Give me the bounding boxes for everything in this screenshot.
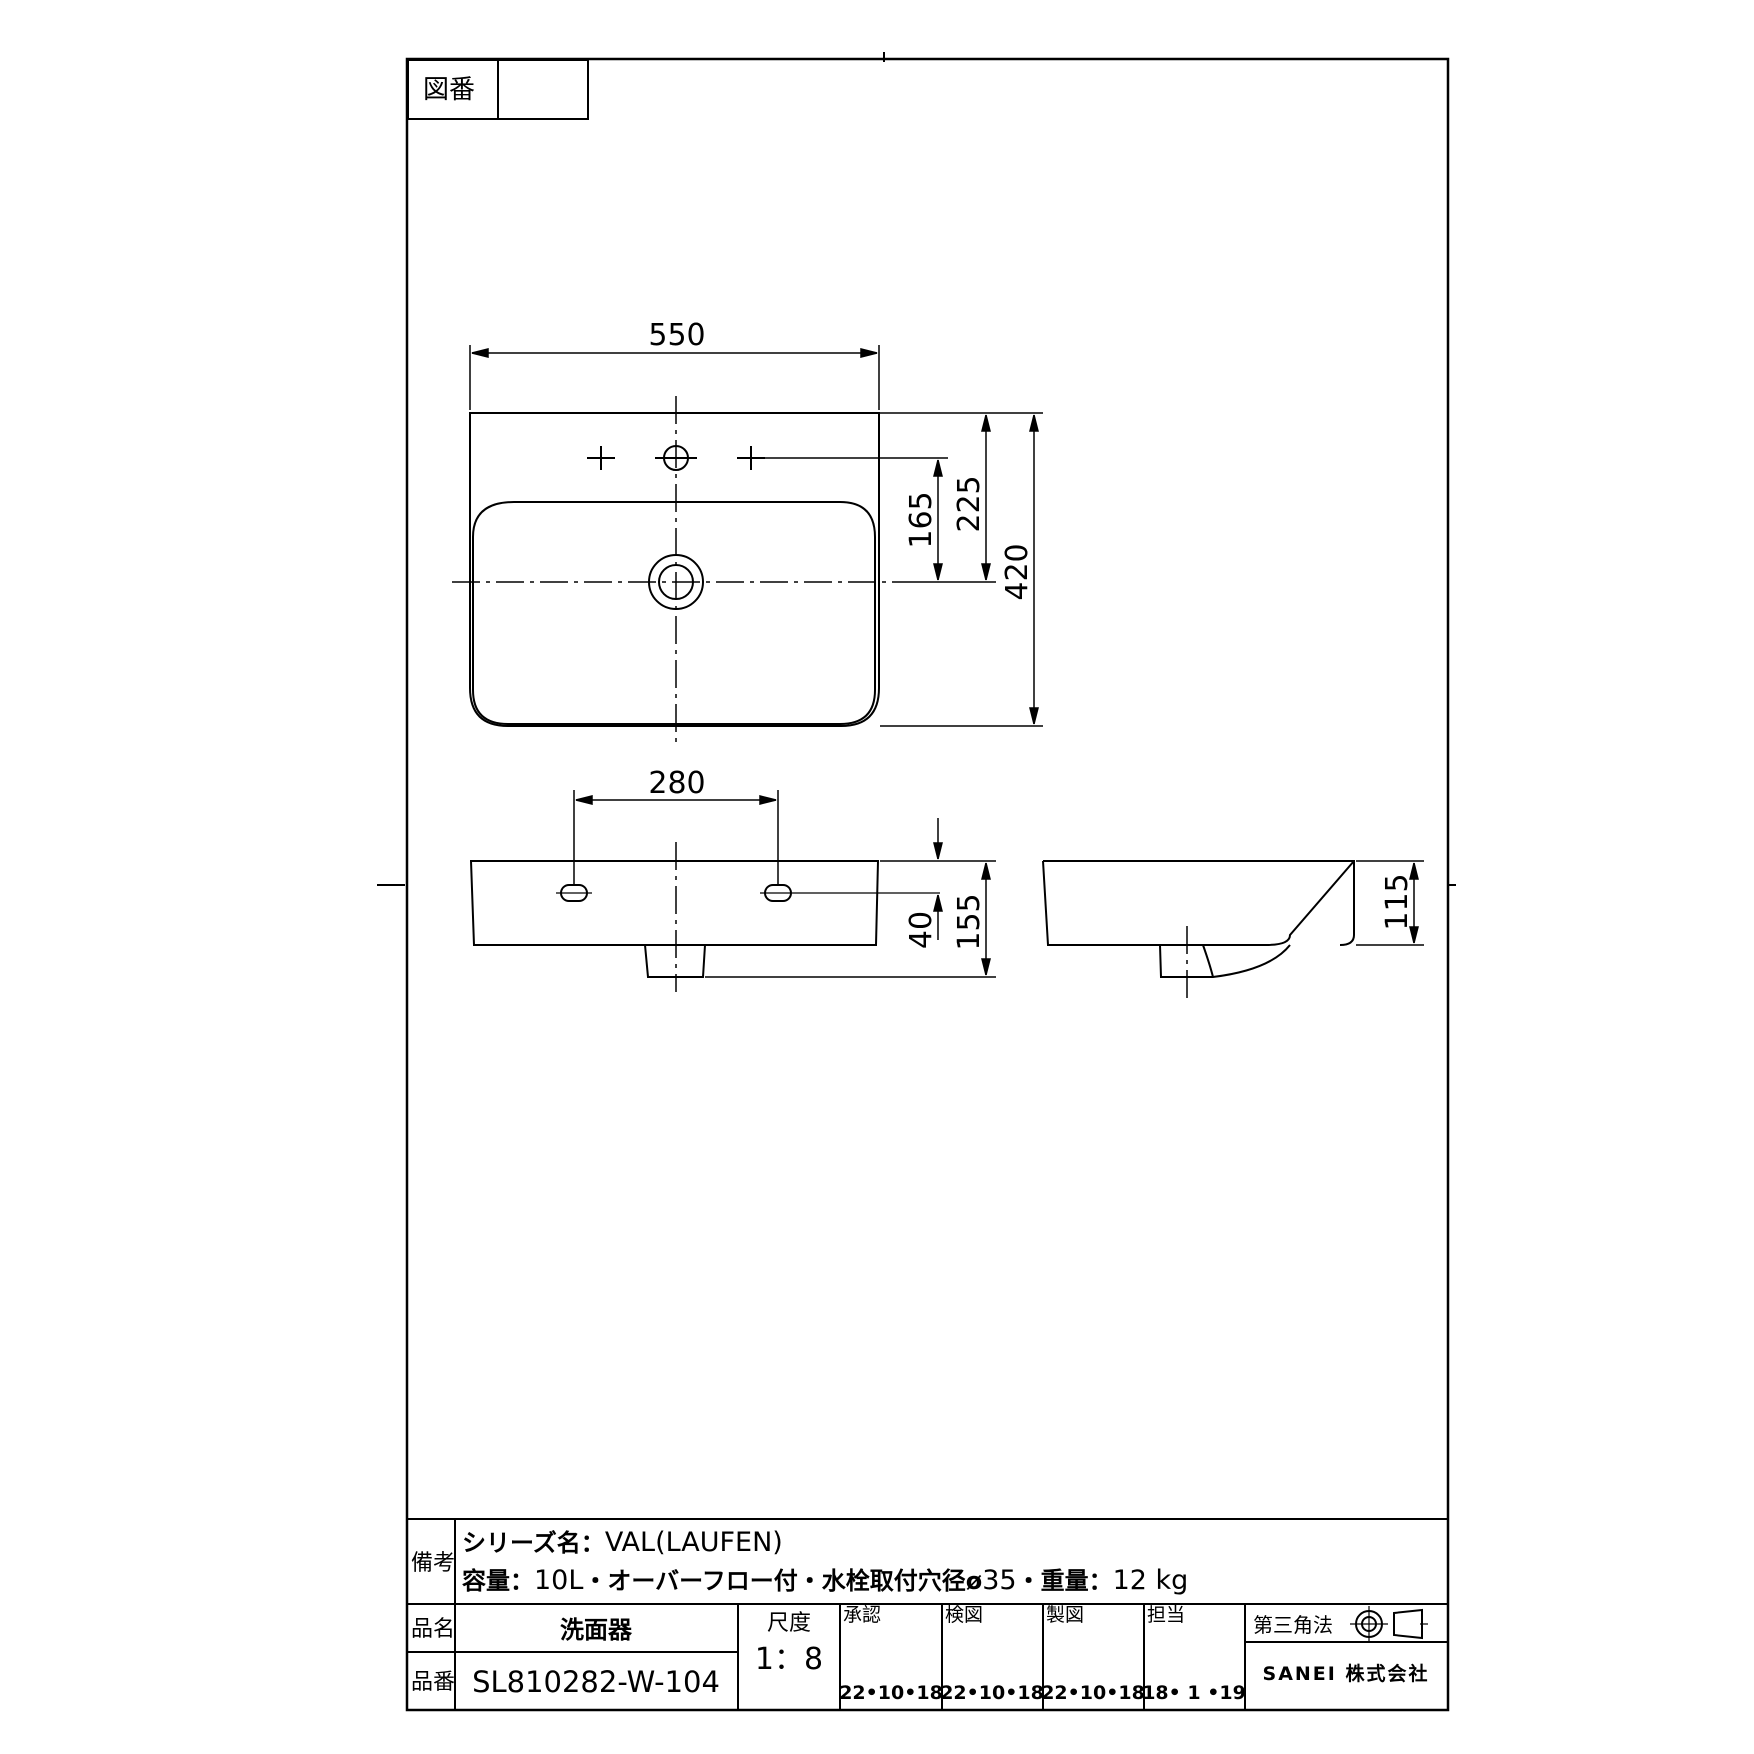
dim-tap-spacing: 280 <box>648 766 705 801</box>
remarks-line-1: シリーズ名：VAL(LAUFEN) <box>462 1527 783 1558</box>
dim-top-width: 550 <box>648 318 705 353</box>
dim-tap-height: 40 <box>904 911 939 949</box>
product-name-label: 品名 <box>411 1617 455 1642</box>
inspection-label: 検図 <box>945 1604 983 1626</box>
dim-drain-offset: 225 <box>952 475 987 532</box>
drafting-date: 22•10•18 <box>1041 1682 1145 1704</box>
company-name: SANEI 株式会社 <box>1263 1662 1430 1685</box>
top-view-dimensions <box>469 345 1043 727</box>
scale-value: 1：8 <box>755 1642 823 1677</box>
top-view <box>452 396 900 745</box>
capacity-value: 10L <box>534 1565 583 1596</box>
series-value: VAL(LAUFEN) <box>605 1527 783 1558</box>
product-number-value: SL810282-W-104 <box>472 1665 720 1699</box>
title-block-lines <box>408 1518 1449 1710</box>
features-text: ・オーバーフロー付・水栓取付穴径ø <box>583 1567 982 1595</box>
dim-overall-depth: 420 <box>1000 543 1035 600</box>
drawing-frame <box>405 57 1450 1712</box>
drawing-number-box <box>407 59 589 120</box>
dim-overall-height: 155 <box>952 893 987 950</box>
approval-label: 承認 <box>843 1604 881 1626</box>
drafting-label: 製図 <box>1046 1604 1084 1626</box>
dim-tap-hole-offset: 165 <box>904 491 939 548</box>
series-label: シリーズ名： <box>462 1529 605 1557</box>
sheet-center-marks <box>377 52 1456 886</box>
front-view <box>470 842 940 992</box>
product-number-label: 品番 <box>411 1670 455 1695</box>
dim-side-height: 115 <box>1380 873 1415 930</box>
weight-label: ・重量： <box>1017 1567 1113 1595</box>
product-name-value: 洗面器 <box>560 1616 633 1644</box>
weight-value: 12 kg <box>1113 1565 1189 1596</box>
hole-diameter-value: 35 <box>982 1565 1016 1596</box>
capacity-label: 容量： <box>462 1567 534 1595</box>
side-view-dimensions <box>1356 860 1424 946</box>
charge-label: 担当 <box>1147 1604 1185 1626</box>
charge-date: 18• 1 •19 <box>1142 1682 1246 1704</box>
drawing-number-label: 図番 <box>423 75 475 105</box>
third-angle-projection-icon <box>1350 1606 1428 1642</box>
scale-label: 尺度 <box>767 1611 811 1636</box>
inspection-date: 22•10•18 <box>940 1682 1044 1704</box>
remarks-label: 備考 <box>411 1551 455 1576</box>
projection-label: 第三角法 <box>1253 1613 1333 1637</box>
remarks-line-2: 容量：10L・オーバーフロー付・水栓取付穴径ø35・重量：12 kg <box>462 1565 1188 1596</box>
front-view-dimensions <box>573 790 996 978</box>
approval-date: 22•10•18 <box>839 1682 943 1704</box>
side-view <box>1042 860 1355 998</box>
